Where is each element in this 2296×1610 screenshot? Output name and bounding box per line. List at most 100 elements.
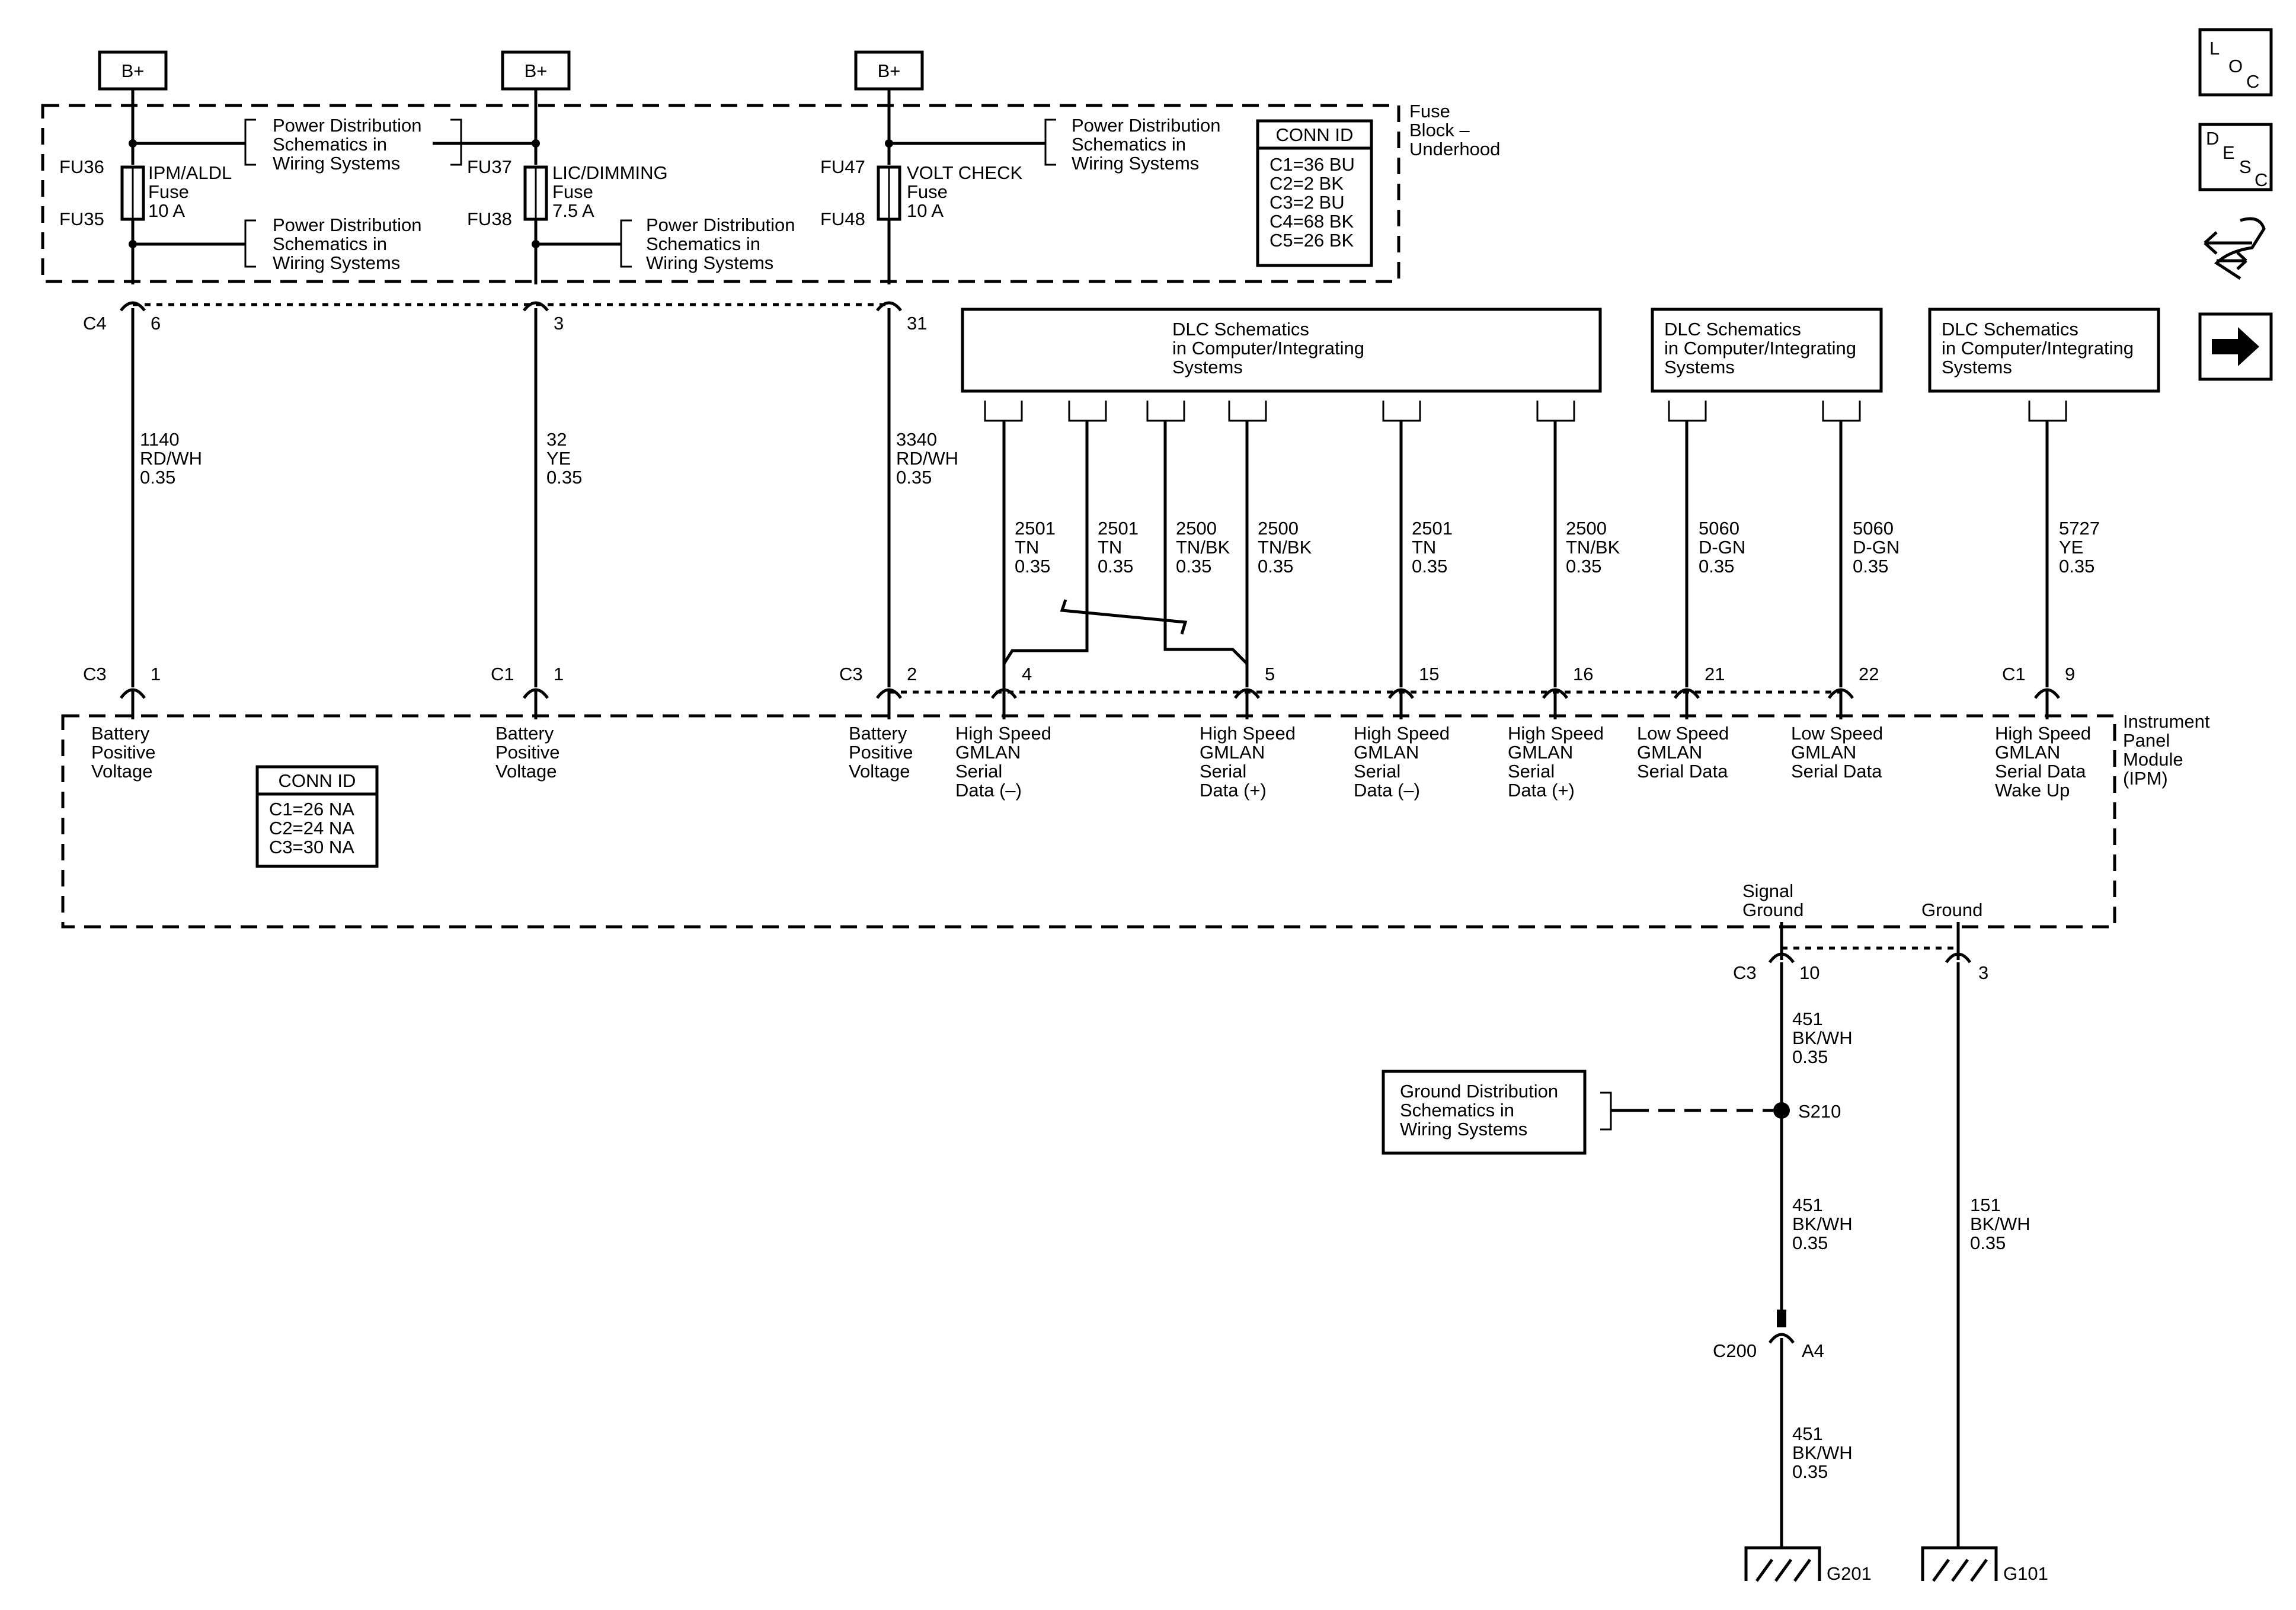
ipm-pin-numbers: C3 1 C1 1 C3 2 4 5 15 16 21 22 C1 9 [83, 664, 2075, 684]
svg-text:TN/BK: TN/BK [1258, 537, 1312, 558]
svg-text:(IPM): (IPM) [2123, 768, 2168, 789]
svg-text:451: 451 [1792, 1009, 1823, 1029]
svg-text:Ground Distribution: Ground Distribution [1400, 1081, 1558, 1102]
svg-text:Positive: Positive [849, 742, 913, 763]
svg-text:D-GN: D-GN [1699, 537, 1745, 558]
svg-text:C: C [2255, 169, 2268, 190]
svg-text:GMLAN: GMLAN [1995, 742, 2060, 763]
dlc-schematics-box-3[interactable]: DLC Schematics in Computer/Integrating S… [1928, 308, 2160, 393]
dlc-schematics-box-2[interactable]: DLC Schematics in Computer/Integrating S… [1651, 308, 1883, 393]
svg-text:Fuse: Fuse [1409, 101, 1450, 121]
svg-text:Voltage: Voltage [91, 761, 152, 782]
svg-text:Systems: Systems [1942, 357, 2012, 377]
svg-text:Serial: Serial [1508, 761, 1555, 782]
svg-text:0.35: 0.35 [1412, 556, 1447, 577]
next-arrow-icon[interactable] [2198, 312, 2273, 381]
ground-wire-451-middle: 451 BK/WH 0.35 [1792, 1195, 1853, 1253]
svg-text:B+: B+ [878, 60, 901, 81]
svg-text:C5=26 BK: C5=26 BK [1269, 230, 1354, 251]
svg-text:2500: 2500 [1258, 518, 1299, 539]
svg-text:High Speed: High Speed [1200, 723, 1296, 744]
ground-distribution-ref[interactable]: Ground Distribution Schematics in Wiring… [1382, 1070, 1632, 1155]
connector-c200: C200 A4 [1713, 1310, 1824, 1361]
power-distribution-ref-2[interactable]: Power Distribution Schematics in Wiring … [133, 215, 422, 273]
svg-text:Wiring Systems: Wiring Systems [273, 153, 400, 174]
svg-text:0.35: 0.35 [140, 467, 175, 488]
svg-text:GMLAN: GMLAN [1508, 742, 1573, 763]
svg-text:3: 3 [554, 313, 564, 334]
svg-text:RD/WH: RD/WH [140, 448, 202, 469]
dlc-schematics-box-1[interactable]: DLC Schematics in Computer/Integrating S… [961, 308, 1602, 393]
svg-text:C2=2 BK: C2=2 BK [1269, 173, 1344, 194]
data-wire-5727: 5727 YE 0.35 [2045, 421, 2100, 687]
battery-positive-2: B+ [501, 50, 571, 91]
svg-text:2501: 2501 [1015, 518, 1056, 539]
svg-text:Positive: Positive [91, 742, 156, 763]
svg-text:Serial: Serial [955, 761, 1002, 782]
svg-text:Voltage: Voltage [495, 761, 557, 782]
svg-text:0.35: 0.35 [1566, 556, 1601, 577]
data-wire-2501-a: 2501 TN 0.35 [1002, 421, 1089, 669]
svg-text:Wiring Systems: Wiring Systems [1072, 153, 1199, 174]
svg-text:16: 16 [1573, 664, 1593, 684]
power-distribution-ref-1[interactable]: Power Distribution Schematics in Wiring … [133, 115, 536, 174]
data-wire-2500-a: 2500 TN/BK 0.35 [1163, 421, 1248, 665]
svg-text:2: 2 [907, 664, 917, 684]
svg-text:Power Distribution: Power Distribution [1072, 115, 1221, 136]
connector-c4: C4 6 3 31 [83, 301, 927, 334]
loc-icon[interactable]: L O C [2198, 28, 2273, 97]
svg-text:GMLAN: GMLAN [1791, 742, 1856, 763]
svg-text:22: 22 [1859, 664, 1879, 684]
svg-text:Wiring Systems: Wiring Systems [1400, 1119, 1527, 1140]
svg-text:D: D [2206, 128, 2219, 149]
svg-text:5727: 5727 [2059, 518, 2100, 539]
svg-text:YE: YE [546, 448, 571, 469]
svg-text:C1: C1 [491, 664, 514, 684]
connector-service-icon[interactable] [2204, 217, 2266, 280]
svg-text:6: 6 [151, 313, 161, 334]
svg-text:TN: TN [1412, 537, 1436, 558]
svg-text:Block –: Block – [1409, 120, 1470, 140]
svg-text:2500: 2500 [1566, 518, 1607, 539]
svg-text:31: 31 [907, 313, 927, 334]
svg-text:Voltage: Voltage [849, 761, 910, 782]
svg-text:Serial: Serial [1200, 761, 1246, 782]
desc-icon[interactable]: D E S C [2198, 123, 2273, 191]
svg-text:C3: C3 [839, 664, 863, 684]
power-wire-3340: 3340 RD/WH 0.35 [887, 308, 958, 687]
svg-text:in Computer/Integrating: in Computer/Integrating [1664, 338, 1856, 359]
svg-text:Module: Module [2123, 749, 2183, 770]
svg-text:E: E [2223, 142, 2235, 163]
svg-text:C3=30 NA: C3=30 NA [269, 837, 354, 857]
svg-text:A4: A4 [1802, 1340, 1824, 1361]
svg-text:BK/WH: BK/WH [1792, 1028, 1853, 1048]
svg-text:3340: 3340 [896, 429, 937, 450]
svg-text:C3: C3 [1733, 962, 1757, 983]
svg-text:0.35: 0.35 [1098, 556, 1133, 577]
svg-text:Serial Data: Serial Data [1995, 761, 2086, 782]
power-distribution-ref-3[interactable]: Power Distribution Schematics in Wiring … [536, 215, 795, 273]
svg-text:C200: C200 [1713, 1340, 1757, 1361]
svg-text:VOLT CHECK: VOLT CHECK [907, 162, 1023, 183]
svg-text:Systems: Systems [1664, 357, 1735, 377]
svg-text:5060: 5060 [1853, 518, 1894, 539]
svg-text:2501: 2501 [1098, 518, 1139, 539]
svg-text:C4=68 BK: C4=68 BK [1269, 211, 1354, 232]
svg-text:High Speed: High Speed [955, 723, 1051, 744]
svg-text:Fuse: Fuse [148, 181, 189, 202]
data-wire-2500-c: 2500 TN/BK 0.35 [1553, 421, 1620, 687]
svg-text:Low Speed: Low Speed [1637, 723, 1729, 744]
svg-text:5: 5 [1265, 664, 1275, 684]
svg-text:Schematics in: Schematics in [1072, 134, 1186, 155]
svg-text:High Speed: High Speed [1995, 723, 2091, 744]
svg-text:C: C [2246, 71, 2259, 92]
ipm-ground-pins: Signal Ground Ground C3 10 3 [1733, 881, 1988, 983]
svg-text:S: S [2239, 156, 2252, 177]
svg-text:Underhood: Underhood [1409, 139, 1500, 159]
svg-text:C2=24 NA: C2=24 NA [269, 818, 354, 838]
svg-text:DLC Schematics: DLC Schematics [1942, 319, 2078, 340]
svg-text:9: 9 [2065, 664, 2075, 684]
svg-text:Positive: Positive [495, 742, 560, 763]
power-distribution-ref-4[interactable]: Power Distribution Schematics in Wiring … [889, 115, 1221, 174]
svg-text:Power Distribution: Power Distribution [646, 215, 795, 235]
